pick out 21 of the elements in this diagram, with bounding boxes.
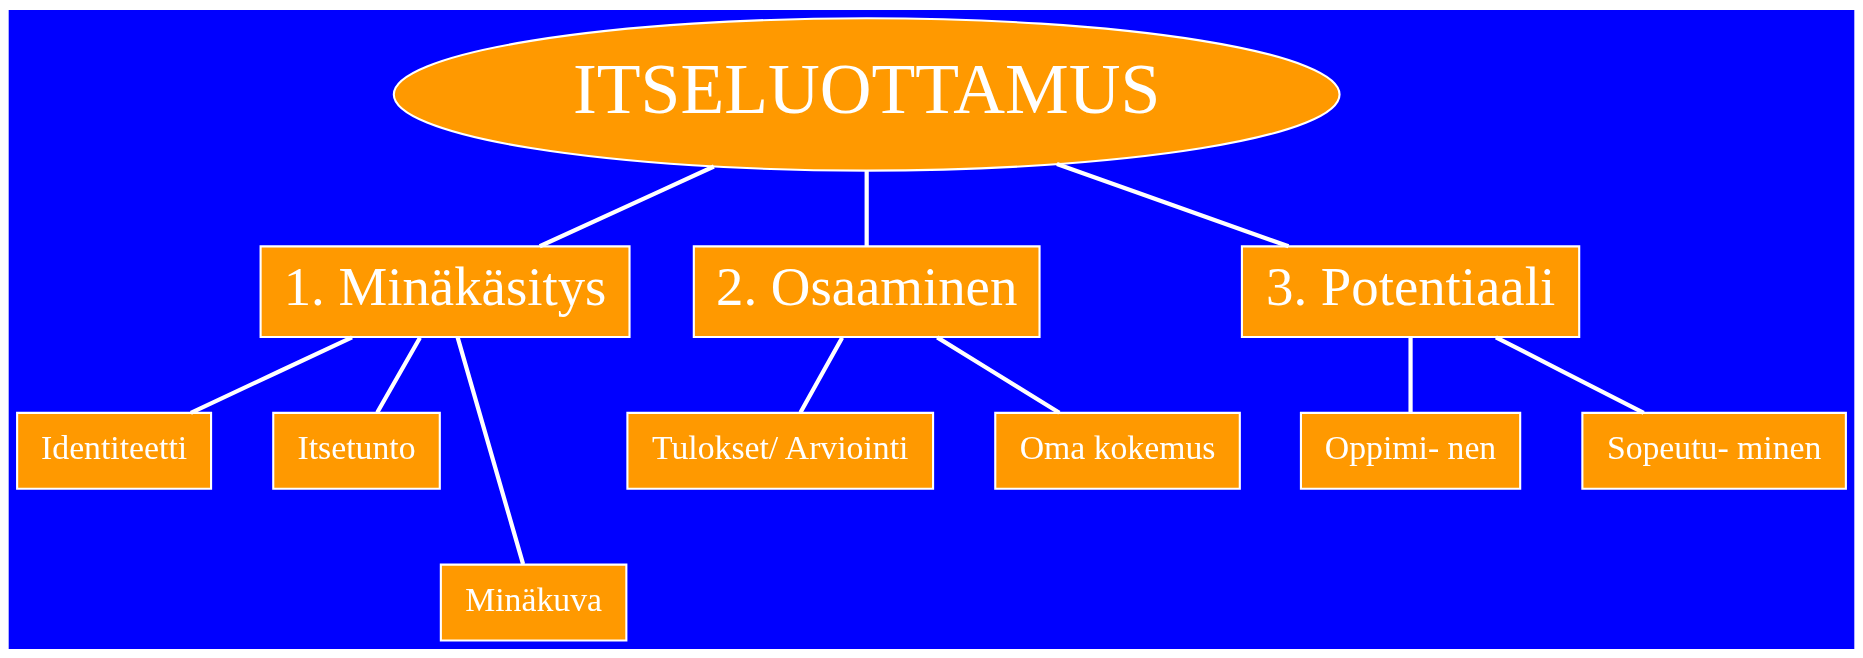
node-box: Oma kokemus [994,411,1241,490]
connector [538,164,715,248]
node-box: 1. Minäkäsitys [259,244,631,338]
connector [455,336,526,565]
connector [375,336,422,414]
connector [936,335,1061,415]
node-box: Sopeutu- minen [1581,411,1847,490]
node-box: Tulokset/ Arviointi [626,411,935,490]
node-box: 2. Osaaminen [692,244,1041,338]
node-box: 3. Potentiaali [1240,244,1581,338]
connector [864,170,869,246]
connector [189,334,353,415]
node-box: Minäkuva [439,563,628,642]
connector [1494,335,1645,415]
node-ellipse: ITSELUOTTAMUS [392,16,1341,172]
node-box: Oppimi- nen [1299,411,1522,490]
connector [1408,337,1413,412]
connector [798,336,844,413]
node-box: Identiteetti [16,411,213,490]
node-box: Itsetunto [272,411,441,490]
connector [1056,161,1290,248]
